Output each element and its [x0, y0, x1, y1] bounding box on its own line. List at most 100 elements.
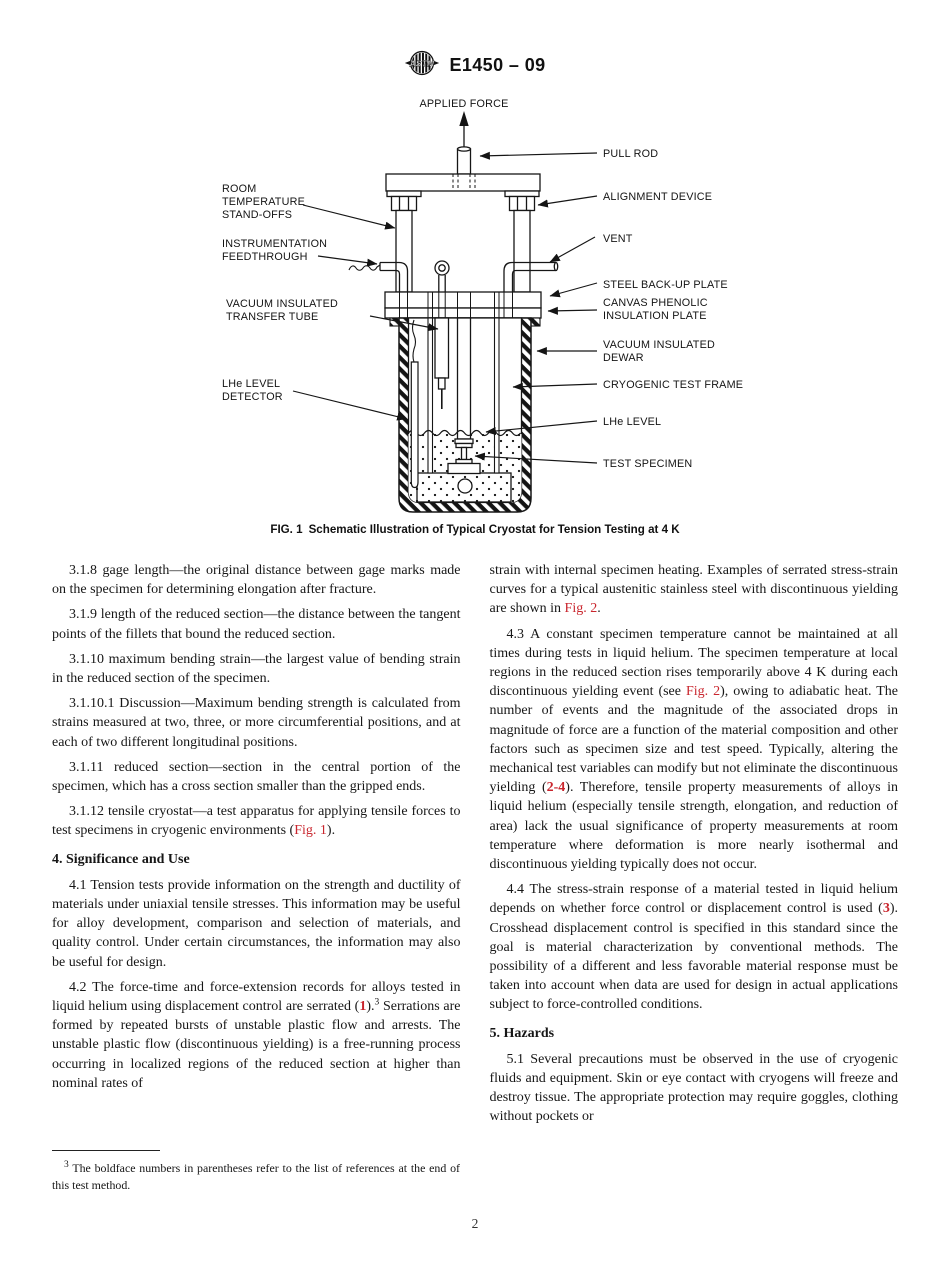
standoff-left — [386, 190, 422, 293]
ref-link[interactable]: Fig. 2 — [564, 601, 598, 617]
specimen-assembly — [447, 317, 481, 494]
feedthrough-drawing — [348, 261, 409, 292]
paragraph: 3.1.10.1 Discussion—Maximum bending stre… — [52, 694, 461, 752]
svg-text:DETECTOR: DETECTOR — [222, 391, 283, 403]
left-column: 3.1.8 gage length—the original distance … — [52, 561, 461, 1133]
leader-lines — [292, 151, 598, 464]
transfer-tube-entry — [434, 260, 450, 292]
figure-label-steel-backup: STEEL BACK-UP PLATE — [603, 279, 728, 291]
svg-text:DEWAR: DEWAR — [603, 352, 644, 364]
figure-label-alignment-device: ALIGNMENT DEVICE — [603, 191, 712, 203]
figure-caption-number: FIG. 1 — [270, 523, 303, 536]
footnote-text: 3 The boldface numbers in parentheses re… — [52, 1160, 460, 1192]
text-segment: 3.1.9 — [69, 607, 101, 623]
text-segment: —section in the central portion of the s… — [52, 759, 461, 795]
text-segment: ). Crosshead displacement control is spe… — [489, 901, 899, 1013]
standoff-right — [504, 190, 540, 293]
text-segment: ). — [366, 999, 375, 1015]
section-heading: 5. Hazards — [489, 1025, 555, 1041]
figure-label-applied-force: APPLIED FORCE — [420, 98, 509, 110]
figure-label-standoffs: ROOM — [222, 183, 256, 195]
ref-link[interactable]: 1 — [359, 999, 367, 1015]
paragraph: 4.1 Tension tests provide information on… — [52, 876, 461, 972]
lhe-level-line — [408, 429, 521, 437]
applied-force-arrow — [459, 111, 469, 150]
text-segment: —Maximum bending strength is calculated … — [52, 696, 461, 750]
text-segment: tensile cryostat — [107, 804, 193, 820]
text-segment: reduced section — [114, 759, 209, 775]
text-segment: strain with internal specimen heating. E… — [489, 563, 899, 617]
text-segment: 5.1 Several precautions must be observed… — [489, 1051, 899, 1125]
vent-drawing — [503, 261, 559, 292]
figure-label-transfer-tube: VACUUM INSULATED — [226, 298, 338, 310]
body-columns: 3.1.8 gage length—the original distance … — [52, 561, 898, 1133]
figure-label-test-frame: CRYOGENIC TEST FRAME — [603, 379, 743, 391]
text-segment: gage length — [102, 563, 170, 578]
text-segment: Discussion — [119, 696, 181, 712]
level-detector-drawing — [410, 319, 419, 489]
paragraph: 3.1.10 maximum bending strain—the larges… — [52, 650, 461, 688]
svg-text:INSULATION PLATE: INSULATION PLATE — [603, 310, 707, 322]
doc-header: ASTM E1450 – 09 — [0, 46, 950, 85]
text-segment: maximum bending strain — [108, 651, 251, 667]
text-segment: —the distance between the tangent points… — [52, 607, 461, 642]
paragraph: 3.1.9 length of the reduced section—the … — [52, 605, 461, 643]
ref-link[interactable]: 2-4 — [546, 780, 566, 796]
text-segment: length of the reduced section — [100, 607, 264, 623]
figure-label-dewar: VACUUM INSULATED — [603, 339, 715, 351]
figure-label-vent: VENT — [603, 233, 633, 245]
transfer-tube-inner — [434, 317, 450, 409]
crosshead-plate — [385, 173, 541, 192]
figure-caption: FIG. 1 Schematic Illustration of Typical … — [0, 523, 950, 536]
page-number: 2 — [471, 1216, 479, 1231]
section-heading: 4. Significance and Use — [52, 851, 190, 867]
figure-labels: APPLIED FORCE ROOM TEMPERATURE STAND-OFF… — [222, 98, 743, 470]
text-segment: 3.1.12 — [69, 804, 108, 820]
footnote-rule — [52, 1150, 160, 1151]
standard-designation: E1450 – 09 — [449, 55, 546, 75]
figure-label-test-specimen: TEST SPECIMEN — [603, 458, 692, 470]
text-segment: 3.1.10 — [69, 651, 109, 667]
text-segment: 3.1.8 — [69, 563, 103, 578]
svg-text:TEMPERATURE: TEMPERATURE — [222, 196, 305, 208]
footnote: 3 The boldface numbers in parentheses re… — [52, 1150, 460, 1193]
pull-rod-drawing — [456, 146, 472, 175]
text-segment: 4.3 A constant specimen temperature cann… — [489, 626, 899, 700]
astm-logo-icon: ASTM — [404, 46, 440, 85]
footnote-ref: 3 — [374, 997, 380, 1008]
text-segment: . — [597, 601, 601, 617]
right-column: strain with internal specimen heating. E… — [490, 561, 899, 1133]
paragraph: 4.4 The stress-strain response of a mate… — [490, 880, 899, 1014]
svg-text:FEEDTHROUGH: FEEDTHROUGH — [222, 251, 308, 263]
text-segment: 4.2 The force-time and force-extension r… — [52, 979, 461, 1015]
figure-label-level-detector: LHe LEVEL — [222, 378, 280, 390]
text-segment: Serrations are formed by repeated bursts… — [52, 999, 461, 1091]
figure-label-feedthrough: INSTRUMENTATION — [222, 238, 327, 250]
paragraph: 3.1.12 tensile cryostat—a test apparatus… — [52, 802, 461, 840]
paragraph: strain with internal specimen heating. E… — [490, 561, 899, 619]
plate-passthroughs — [399, 292, 513, 318]
text-segment: 3.1.10.1 — [69, 696, 120, 712]
text-segment: ), owing to adiabatic heat. The number o… — [489, 684, 899, 796]
text-segment: 4.1 Tension tests provide information on… — [52, 877, 461, 970]
steel-backup-plate-drawing — [384, 291, 542, 309]
figure-label-canvas-phenolic: CANVAS PHENOLIC — [603, 297, 708, 309]
svg-text:ASTM: ASTM — [409, 59, 435, 68]
svg-text:TRANSFER TUBE: TRANSFER TUBE — [226, 311, 318, 323]
figure-label-pull-rod: PULL ROD — [603, 148, 658, 160]
paragraph: 3.1.11 reduced section—section in the ce… — [52, 758, 461, 796]
text-segment: ). — [326, 823, 336, 839]
text-segment: —a test apparatus for applying tensile f… — [52, 804, 461, 839]
ref-link[interactable]: Fig. 1 — [294, 823, 327, 839]
ref-link[interactable]: 3 — [882, 901, 890, 917]
paragraph: 4.3 A constant specimen temperature cann… — [490, 625, 899, 875]
figure-caption-text: Schematic Illustration of Typical Cryost… — [308, 523, 680, 536]
paragraph: 5.1 Several precautions must be observed… — [490, 1050, 899, 1127]
ref-link[interactable]: Fig. 2 — [685, 684, 721, 700]
figure-label-lhe-level: LHe LEVEL — [603, 416, 661, 428]
paragraph: 3.1.8 gage length—the original distance … — [52, 561, 461, 599]
text-segment: 3.1.11 — [69, 759, 114, 775]
text-segment: —the largest value of bending strain in … — [52, 651, 461, 687]
cryostat-figure: APPLIED FORCE ROOM TEMPERATURE STAND-OFF… — [222, 98, 743, 513]
